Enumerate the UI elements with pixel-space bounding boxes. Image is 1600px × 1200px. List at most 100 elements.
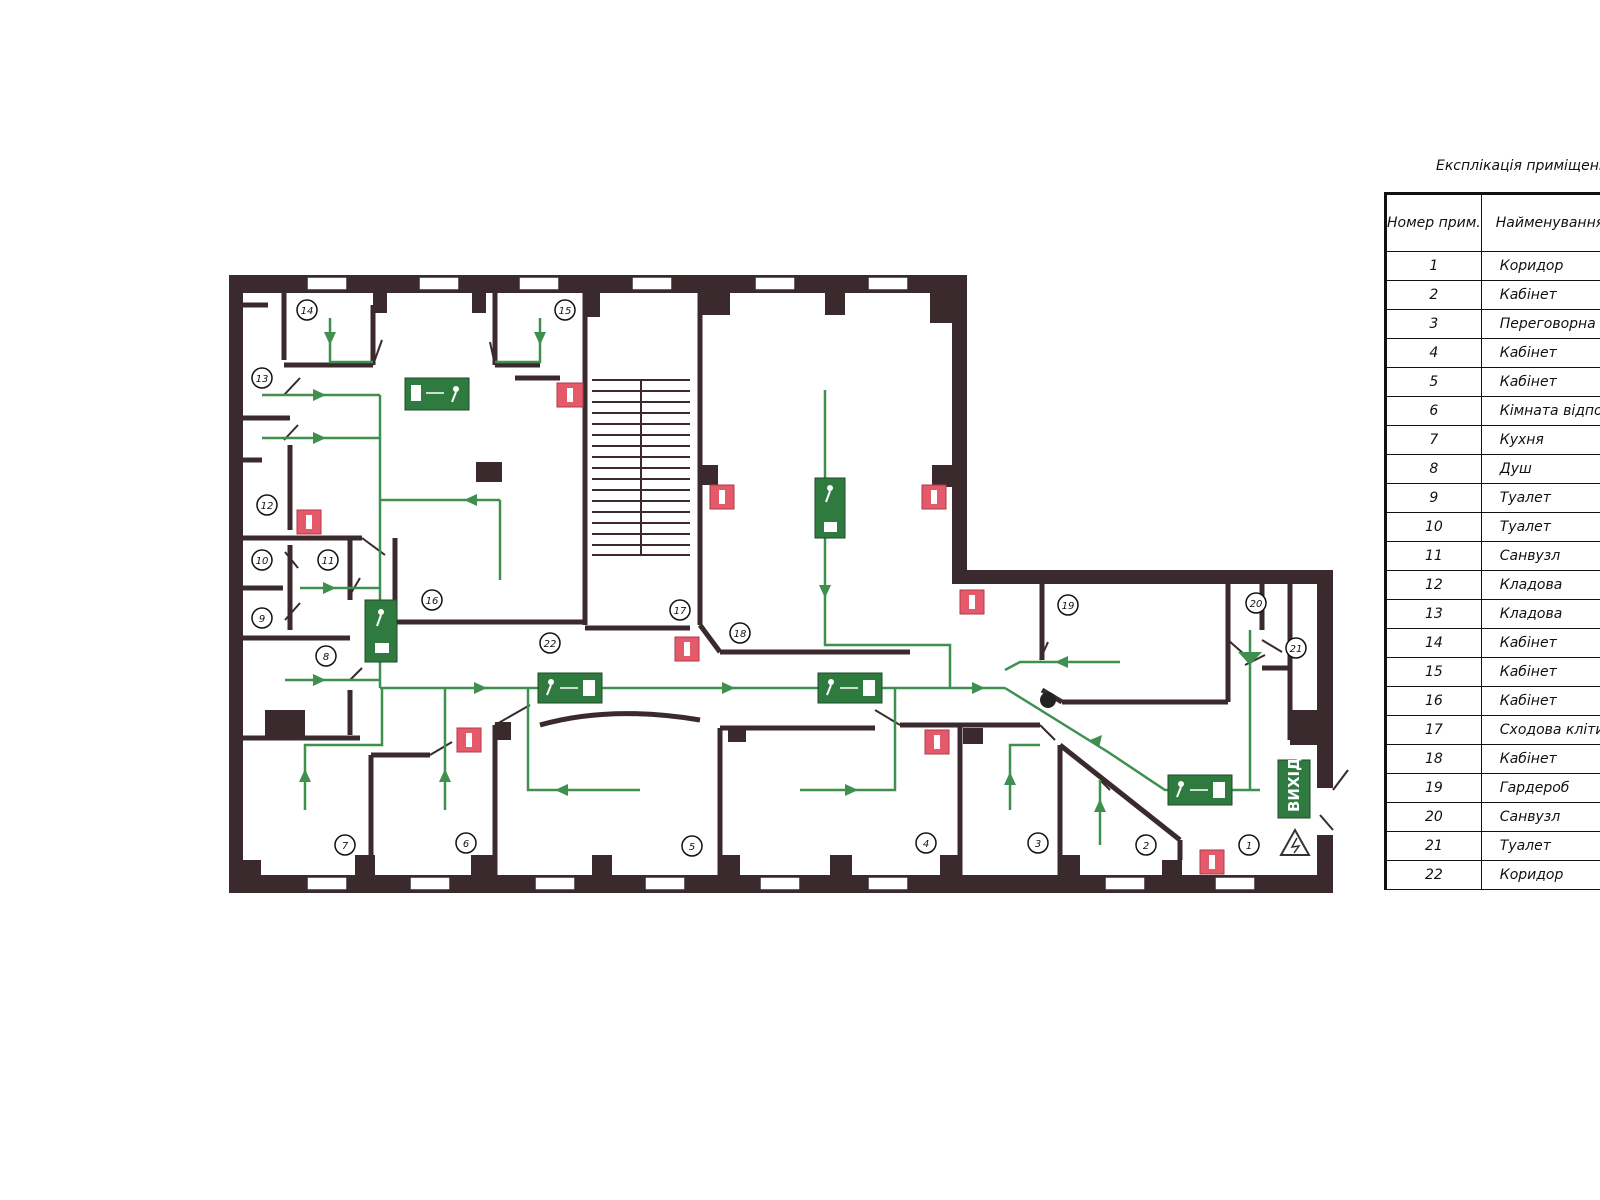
fire-extinguisher-icon xyxy=(709,484,735,510)
svg-text:21: 21 xyxy=(1290,644,1303,655)
legend-row-name: Туалет xyxy=(1480,831,1600,861)
legend-row-number: 21 xyxy=(1385,831,1482,861)
room-marker-8: 8 xyxy=(315,645,337,667)
legend-row-name: Кабінет xyxy=(1480,686,1600,716)
room-marker-19: 19 xyxy=(1057,594,1079,616)
room-marker-13: 13 xyxy=(251,367,273,389)
legend-row-name: Кабінет xyxy=(1480,367,1600,397)
room-marker-1: 1 xyxy=(1238,834,1260,856)
legend-row-number: 4 xyxy=(1385,338,1482,368)
legend-header-row: Номер прим. Найменування при xyxy=(1385,193,1600,252)
svg-text:3: 3 xyxy=(1035,839,1041,850)
interior-walls xyxy=(243,293,1293,875)
legend-row-number: 8 xyxy=(1385,454,1482,484)
legend-row-name: Туалет xyxy=(1480,512,1600,542)
legend-row-name: Кабінет xyxy=(1480,280,1600,310)
exit-signs: ВИХІД xyxy=(364,377,1311,856)
legend-title: Експлікація приміщень xyxy=(1436,158,1600,174)
legend-row-number: 17 xyxy=(1385,715,1482,745)
legend-row-name: Санвузл xyxy=(1480,802,1600,832)
svg-text:5: 5 xyxy=(689,842,695,853)
legend-row-number: 11 xyxy=(1385,541,1482,571)
room-marker-4: 4 xyxy=(915,832,937,854)
svg-text:20: 20 xyxy=(1250,599,1263,610)
legend-row-number: 19 xyxy=(1385,773,1482,803)
exit-sign-icon xyxy=(404,377,470,411)
fire-extinguisher-icon xyxy=(296,509,322,535)
svg-text:18: 18 xyxy=(734,629,747,640)
exit-sign-icon xyxy=(364,599,398,663)
room-marker-18: 18 xyxy=(729,622,751,644)
room-marker-12: 12 xyxy=(256,494,278,516)
legend-row-name: Кладова xyxy=(1480,570,1600,600)
legend-row-name: Санвузл xyxy=(1480,541,1600,571)
legend-row-name: Кладова xyxy=(1480,599,1600,629)
svg-text:2: 2 xyxy=(1143,841,1149,852)
svg-text:22: 22 xyxy=(544,639,557,650)
legend-row-name: Кімната відпочинк xyxy=(1480,396,1600,426)
svg-text:14: 14 xyxy=(301,306,314,317)
svg-text:17: 17 xyxy=(674,606,687,617)
legend-row-number: 5 xyxy=(1385,367,1482,397)
legend-row-number: 22 xyxy=(1385,860,1482,890)
exit-door-sign: ВИХІД xyxy=(1277,758,1311,819)
fire-extinguisher-icon xyxy=(924,729,950,755)
svg-text:12: 12 xyxy=(261,501,274,512)
room-marker-21: 21 xyxy=(1285,637,1307,659)
legend-row-number: 1 xyxy=(1385,251,1482,281)
legend-row-number: 7 xyxy=(1385,425,1482,455)
legend-row-number: 14 xyxy=(1385,628,1482,658)
fire-extinguisher-icon xyxy=(674,636,700,662)
staircase xyxy=(592,379,690,556)
wall-pillars xyxy=(243,293,1317,875)
svg-text:7: 7 xyxy=(342,841,349,852)
legend-row-name: Душ xyxy=(1480,454,1600,484)
doors xyxy=(283,339,1349,831)
room-marker-22: 22 xyxy=(539,632,561,654)
room-marker-15: 15 xyxy=(554,299,576,321)
fire-extinguishers xyxy=(296,382,1225,875)
column xyxy=(1040,692,1056,708)
fire-extinguisher-icon xyxy=(556,382,584,408)
evacuation-floor-plan: ВИХІД 1 2 3 4 5 6 7 8 9 10 11 12 13 14 1… xyxy=(229,275,1349,893)
room-marker-11: 11 xyxy=(317,549,339,571)
windows xyxy=(306,276,1256,891)
legend-row-name: Кабінет xyxy=(1480,338,1600,368)
legend-row-number: 18 xyxy=(1385,744,1482,774)
legend-row-name: Коридор xyxy=(1480,251,1600,281)
room-marker-7: 7 xyxy=(334,834,356,856)
room-markers: 1 2 3 4 5 6 7 8 9 10 11 12 13 14 15 16 1… xyxy=(251,299,1307,857)
exit-sign-icon xyxy=(817,672,883,704)
legend-row-name: Кабінет xyxy=(1480,657,1600,687)
exit-sign-icon xyxy=(814,477,846,539)
svg-text:16: 16 xyxy=(426,596,439,607)
legend-row-number: 13 xyxy=(1385,599,1482,629)
room-marker-3: 3 xyxy=(1027,832,1049,854)
legend-col-number: Номер прим. xyxy=(1385,193,1482,252)
room-explication-legend: Експлікація приміщень Номер прим. Наймен… xyxy=(1384,158,1600,918)
fire-extinguisher-icon xyxy=(921,484,947,510)
legend-row-number: 6 xyxy=(1385,396,1482,426)
legend-col-name: Найменування при xyxy=(1480,193,1600,252)
svg-text:4: 4 xyxy=(923,839,929,850)
room-marker-14: 14 xyxy=(296,299,318,321)
room-marker-6: 6 xyxy=(455,832,477,854)
room-marker-20: 20 xyxy=(1245,592,1267,614)
svg-text:11: 11 xyxy=(322,556,335,567)
legend-row-name: Гардероб xyxy=(1480,773,1600,803)
legend-row-name: Туалет xyxy=(1480,483,1600,513)
